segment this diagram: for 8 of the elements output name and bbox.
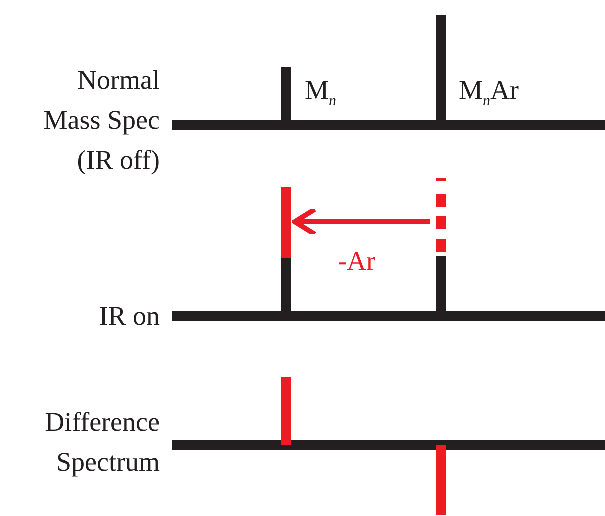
spectrum-label: Normal Mass Spec (IR off) — [42, 64, 160, 177]
spectrum-peak — [281, 377, 291, 445]
spectrum-peak — [436, 445, 446, 515]
spectrum-label: IR on — [98, 300, 160, 333]
peak-label: M$_{n}$Ar — [459, 74, 520, 112]
peak-label: M$_{n}$ — [305, 74, 338, 112]
arrow — [292, 207, 430, 237]
spectrum-label: Difference Spectrum — [44, 406, 160, 479]
